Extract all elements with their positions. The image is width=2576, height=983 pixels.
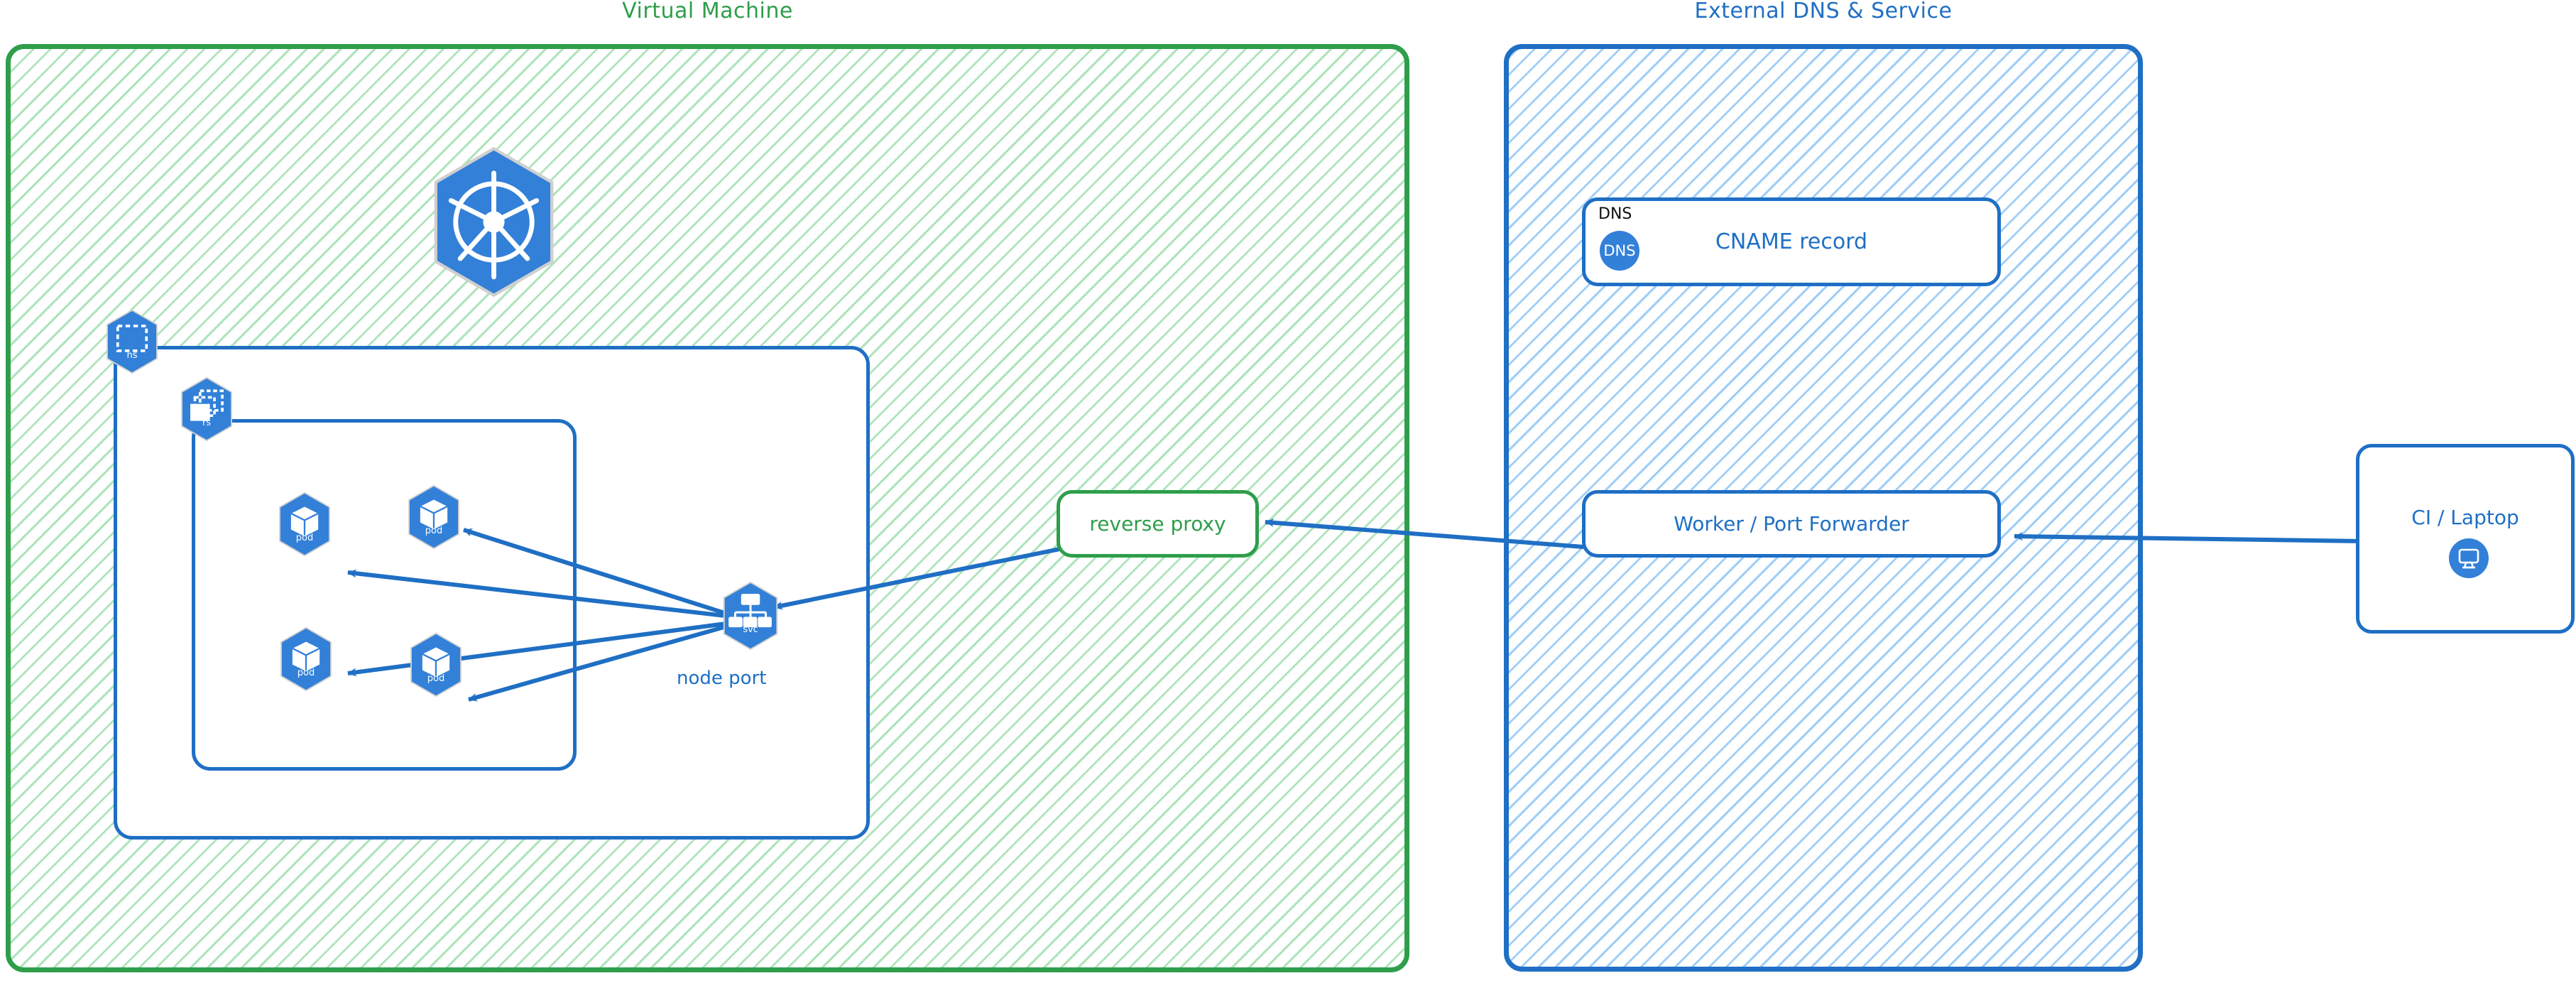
dns-card[interactable]: DNS DNS CNAME record bbox=[1582, 197, 2001, 286]
reverse-proxy-label: reverse proxy bbox=[1089, 512, 1226, 536]
node-port-label: node port bbox=[677, 668, 767, 689]
pod-badge-1[interactable]: pod bbox=[272, 492, 337, 557]
ci-laptop-box[interactable]: CI / Laptop bbox=[2356, 444, 2575, 634]
kubernetes-logo-icon bbox=[417, 146, 570, 298]
dns-card-tag: DNS bbox=[1598, 205, 1632, 223]
ci-laptop-label: CI / Laptop bbox=[2411, 506, 2519, 529]
group-title-virtual-machine: Virtual Machine bbox=[622, 0, 793, 23]
worker-port-forwarder-box[interactable]: Worker / Port Forwarder bbox=[1582, 490, 2001, 558]
cname-record-label: CNAME record bbox=[1715, 229, 1868, 254]
replicaset-badge[interactable]: rs bbox=[174, 376, 239, 442]
pod-badge-2[interactable]: pod bbox=[401, 484, 466, 550]
dns-badge-icon: DNS bbox=[1600, 231, 1639, 271]
namespace-badge[interactable]: ns bbox=[99, 309, 165, 374]
group-title-external-dns-service: External DNS & Service bbox=[1694, 0, 1953, 23]
replicaset-boundary[interactable] bbox=[192, 419, 577, 771]
pod-badge-4[interactable]: pod bbox=[403, 632, 469, 697]
worker-port-forwarder-label: Worker / Port Forwarder bbox=[1674, 512, 1909, 536]
pod-badge-3[interactable]: pod bbox=[273, 626, 339, 692]
reverse-proxy-box[interactable]: reverse proxy bbox=[1057, 490, 1259, 558]
service-badge[interactable]: svc bbox=[716, 581, 785, 651]
monitor-icon bbox=[2449, 538, 2489, 578]
